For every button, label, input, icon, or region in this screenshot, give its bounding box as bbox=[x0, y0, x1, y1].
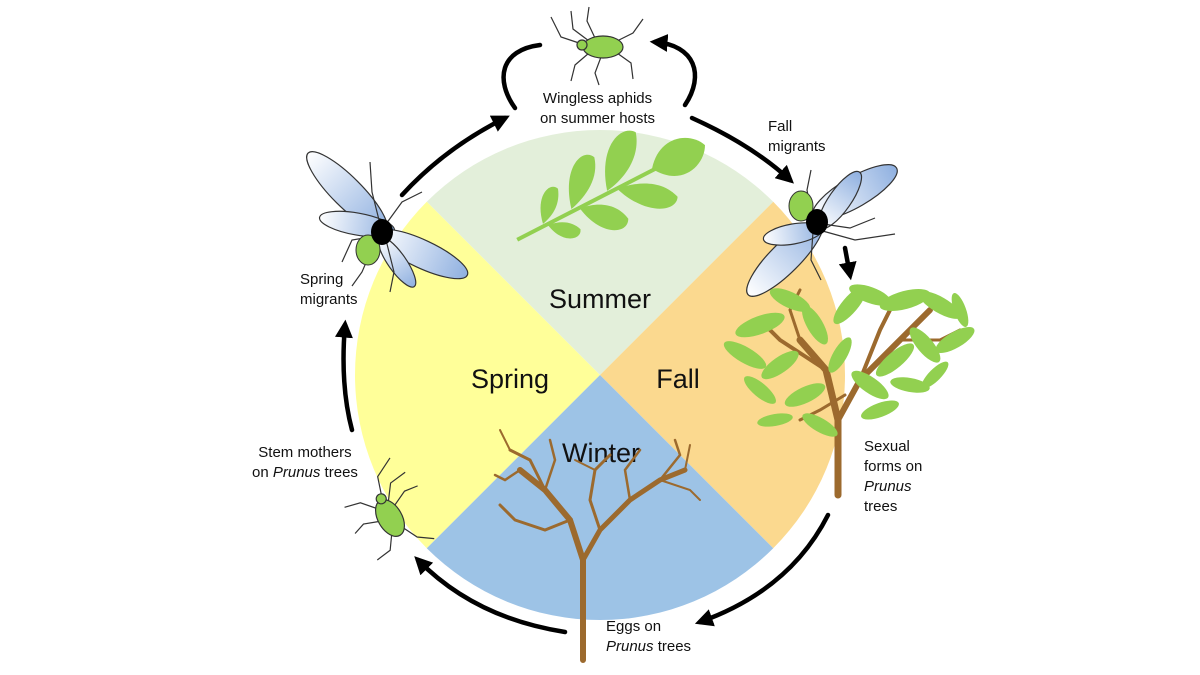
eggs-label: Eggs on Prunus trees bbox=[606, 618, 692, 655]
sexual-forms-label: Sexual forms on Prunus trees bbox=[864, 438, 923, 515]
summer-leaf-icon bbox=[516, 130, 705, 242]
season-wheel bbox=[355, 130, 845, 620]
arrow-stem-mothers-to-spring bbox=[334, 319, 355, 433]
arrow-eggs-to-stem-mothers bbox=[414, 556, 568, 635]
winter-tree-icon bbox=[493, 429, 701, 663]
spring-migrant-aphid-icon bbox=[306, 151, 469, 293]
arrow-fall-migrant-to-tree bbox=[838, 245, 857, 281]
spring-label: Spring bbox=[471, 364, 549, 394]
summer-quadrant bbox=[355, 130, 845, 375]
arrow-summer-loop bbox=[501, 42, 543, 111]
wingless-aphids-label: Wingless aphids on summer hosts bbox=[540, 90, 656, 127]
fall-migrant-aphid-icon bbox=[746, 164, 898, 297]
spring-migrants-label: Spring migrants bbox=[300, 271, 358, 308]
arrow-summer-loop-return bbox=[649, 33, 698, 108]
winter-quadrant bbox=[355, 375, 845, 620]
fall-tree-icon bbox=[723, 284, 975, 499]
arrow-spring-to-summer bbox=[399, 115, 510, 198]
fall-label: Fall bbox=[656, 364, 700, 394]
fall-migrants-label: Fall migrants bbox=[768, 118, 826, 155]
stem-mothers-label: Stem mothers on Prunus trees bbox=[252, 444, 358, 481]
stem-mother-aphid-icon bbox=[344, 457, 435, 561]
summer-label: Summer bbox=[549, 284, 651, 314]
cycle-arrows bbox=[334, 33, 857, 635]
arrow-fall-to-eggs bbox=[694, 512, 831, 627]
arrow-summer-to-fall bbox=[689, 115, 794, 184]
wingless-aphid-icon bbox=[550, 6, 644, 86]
